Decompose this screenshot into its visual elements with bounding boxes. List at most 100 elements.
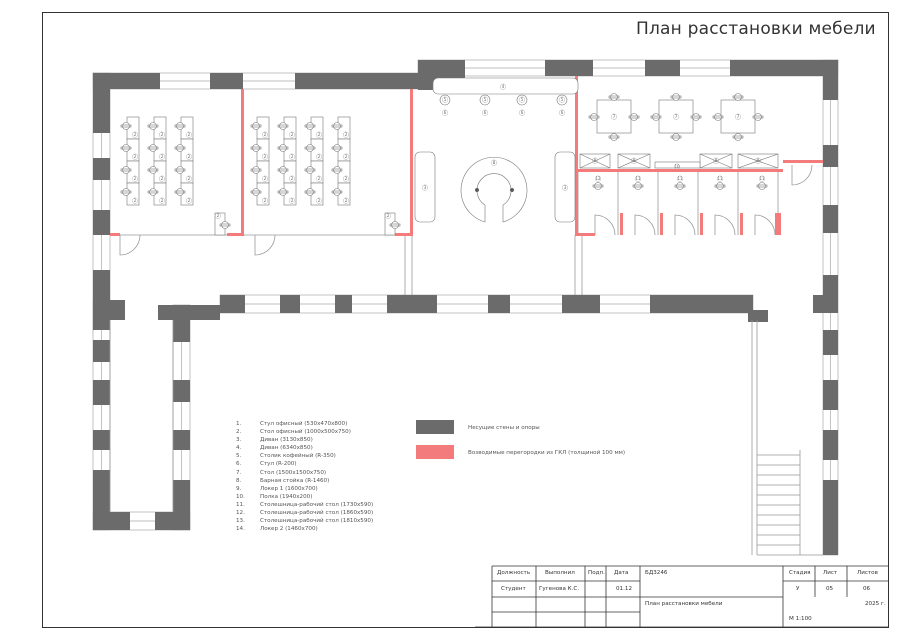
furniture-mark-office_desk: 2 (188, 132, 191, 137)
legend-item: 4.Диван (6340х850) (236, 444, 373, 452)
office-chair-icon (252, 144, 260, 152)
chair-arms (670, 95, 682, 99)
tb-position: Студент (501, 586, 526, 592)
office-chair-icon (692, 113, 700, 121)
gkl-partition (241, 89, 244, 236)
tb-sheet: 05 (826, 586, 834, 592)
mark-circle (158, 197, 165, 204)
tb-performer: Гугенова К.С. (539, 586, 580, 592)
gkl-partition (660, 213, 663, 235)
legend-item-text: Локер 2 (1460х700) (260, 526, 318, 533)
furniture-mark-office_desk: 2 (318, 154, 321, 159)
chair-arms (670, 135, 682, 139)
office-chair-icon (634, 182, 642, 190)
furniture-mark-table: 7 (613, 114, 616, 119)
office-chair-icon (734, 133, 742, 141)
load-bearing-wall (93, 158, 110, 180)
load-bearing-wall (335, 295, 352, 313)
legend-key-walls-label: Несущие стены и опоры (468, 425, 540, 431)
furniture-mark-sofa_long: 4 (502, 84, 505, 89)
furniture-mark-office_desk: 2 (134, 132, 137, 137)
door-swing (119, 234, 141, 256)
chair-arms (690, 115, 702, 119)
legend-item-text: Стул офисный (530х470х800) (260, 421, 348, 427)
chair-arms (331, 190, 343, 194)
legend-item-number: 8. (236, 477, 242, 484)
office-chair-icon (176, 122, 184, 130)
mark-circle (713, 157, 720, 164)
chair-arms (250, 190, 262, 194)
furniture-mark-locker1: 9 (757, 158, 760, 163)
furniture-mark-bar: 8 (493, 160, 496, 165)
chair-arms (277, 168, 289, 172)
chair-arms (120, 190, 132, 194)
load-bearing-wall (93, 300, 125, 320)
load-bearing-wall (748, 310, 768, 322)
chair-arms (219, 223, 231, 227)
mark-circle (519, 96, 526, 103)
gkl-partition (783, 160, 808, 163)
office-chair-icon (754, 113, 762, 121)
load-bearing-wall (210, 73, 243, 89)
mark-circle (559, 109, 566, 116)
legend-item-text: Стул (R-200) (260, 461, 297, 468)
office-chair-icon (333, 188, 341, 196)
legend-item: 5.Столик кофейный (R-350) (236, 452, 373, 460)
load-bearing-wall (813, 295, 838, 313)
furniture-mark-office_desk: 2 (264, 198, 267, 203)
locker-x (579, 153, 611, 169)
chair-arms (712, 115, 724, 119)
coffee-table (439, 94, 451, 106)
office-chair-icon (252, 188, 260, 196)
gkl-partition (395, 233, 412, 236)
office-chair-icon (630, 113, 638, 121)
office-chair-icon (149, 188, 157, 196)
mark-circle (262, 153, 269, 160)
furniture-mark-sofa_small: 3 (564, 185, 567, 190)
tb-code: БД3246 (645, 570, 668, 576)
chair-arms (331, 146, 343, 150)
furniture-mark-office_desk: 2 (345, 154, 348, 159)
chair-arms (250, 124, 262, 128)
mark-circle (559, 96, 566, 103)
load-bearing-wall (823, 145, 838, 167)
table (720, 99, 756, 134)
furniture-mark-table: 7 (675, 114, 678, 119)
gkl-partition (620, 213, 623, 235)
chair-arms (277, 124, 289, 128)
mark-circle (442, 96, 449, 103)
load-bearing-wall (155, 512, 190, 530)
legend-item: 2.Стол офисный (1000х500х750) (236, 428, 373, 436)
mark-circle (717, 175, 724, 182)
office-chair-icon (610, 133, 618, 141)
legend-item-text: Столик кофейный (R-350) (260, 453, 336, 460)
mark-circle (491, 159, 498, 166)
furniture-mark-shelf: 10 (674, 164, 680, 169)
legend-item-text: Полка (1940х200) (260, 493, 313, 500)
mark-circle (562, 184, 569, 191)
load-bearing-wall (823, 205, 838, 233)
office-chair-icon (306, 144, 314, 152)
office-chair-icon (590, 113, 598, 121)
furniture-mark-office_desk: 2 (188, 154, 191, 159)
mark-circle (158, 175, 165, 182)
door-swing (754, 214, 776, 236)
mark-circle (385, 212, 392, 219)
chair-arms (752, 115, 764, 119)
load-bearing-wall (645, 60, 680, 76)
office-chair-icon (122, 122, 130, 130)
load-bearing-wall (295, 73, 418, 89)
locker-x (737, 153, 779, 169)
tb-scale: М 1:100 (789, 616, 812, 622)
load-bearing-wall (93, 73, 110, 133)
office-chair-icon (716, 182, 724, 190)
sofa-long (432, 77, 579, 95)
chair-arms (250, 168, 262, 172)
legend-item: 13.Столешница-рабочий стол (1810х590) (236, 517, 373, 525)
legend-item: 12.Столешница-рабочий стол (1860х590) (236, 509, 373, 517)
furniture-mark-office_desk: 2 (264, 176, 267, 181)
mark-circle (673, 113, 680, 120)
furniture-mark-office_desk: 2 (291, 154, 294, 159)
chair-arms (628, 115, 640, 119)
furniture-mark-coffee_table: 5 (561, 97, 564, 102)
